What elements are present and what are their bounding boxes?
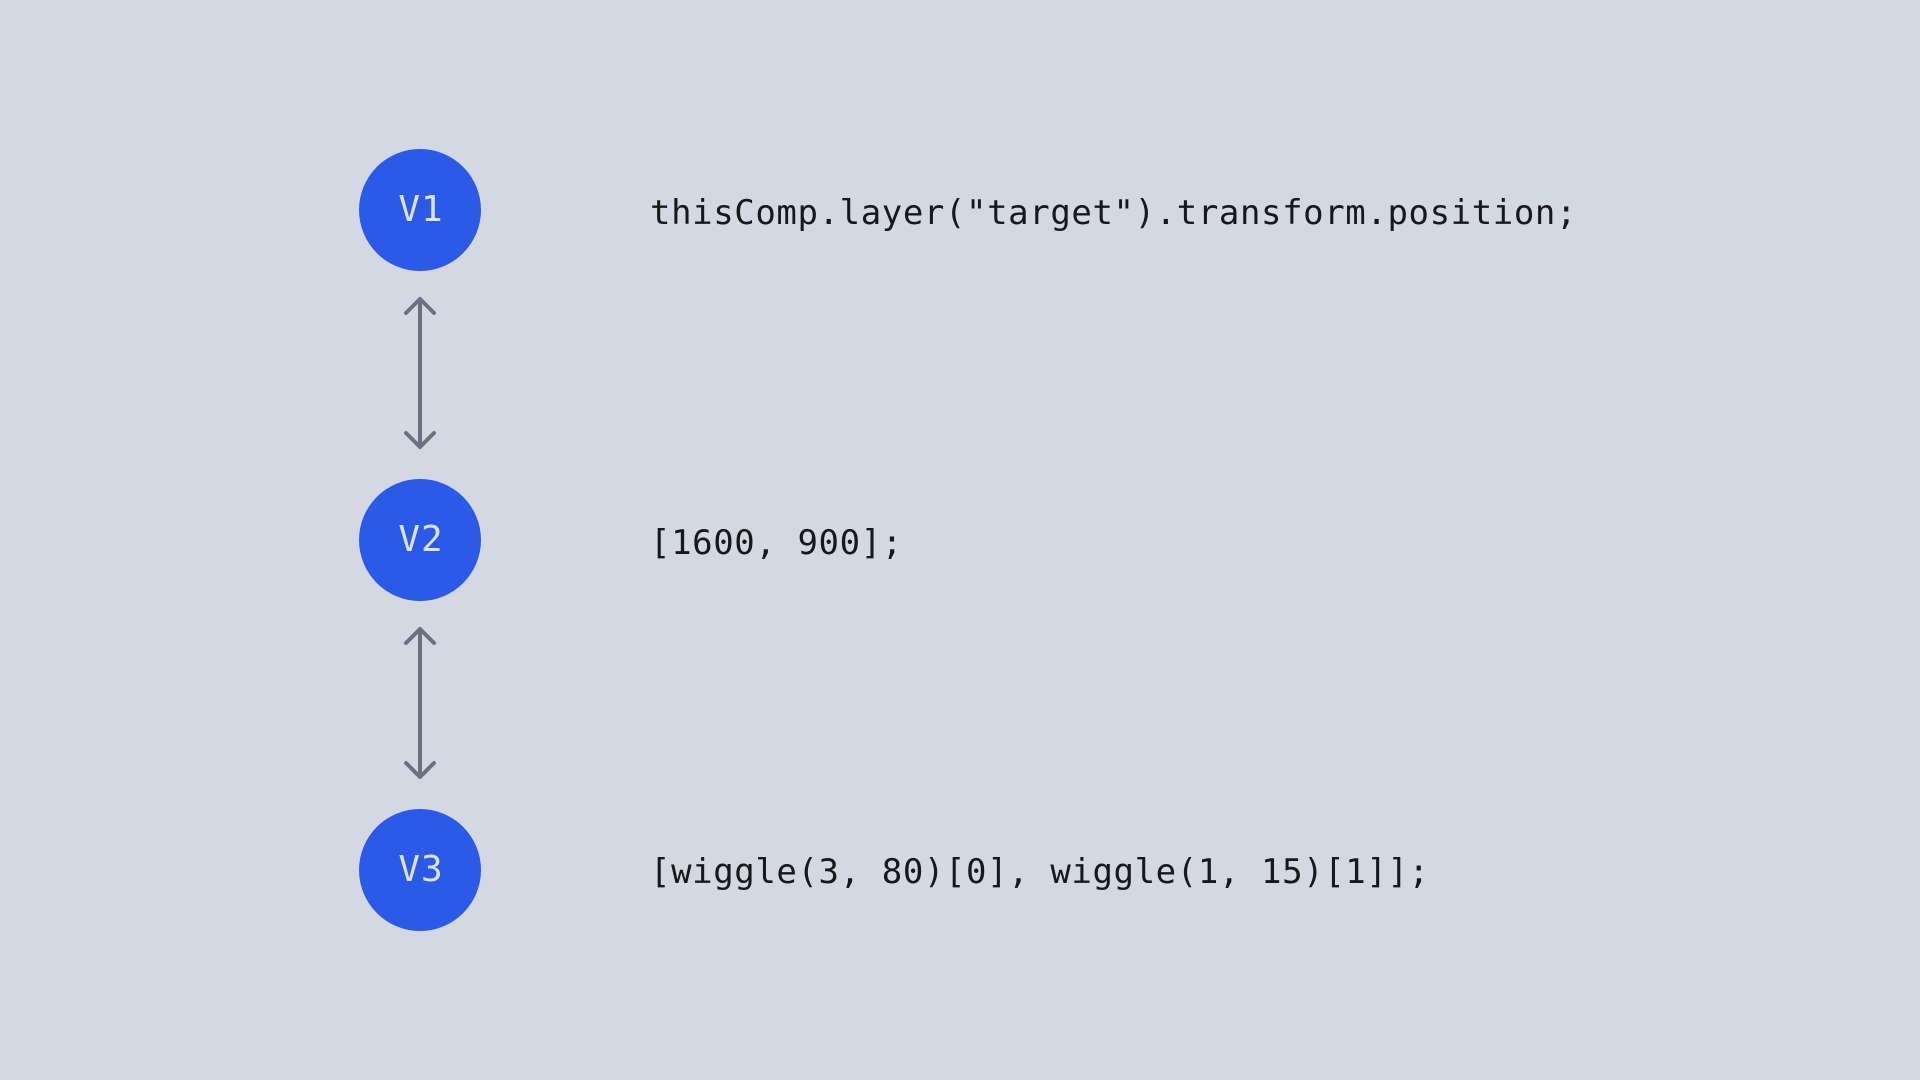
code-expression-v3: [wiggle(3, 80)[0], wiggle(1, 15)[1]]; bbox=[650, 852, 1430, 892]
double-arrow-v1-v2-icon bbox=[404, 297, 436, 449]
node-v2: V2 bbox=[359, 479, 481, 601]
node-v3: V3 bbox=[359, 809, 481, 931]
node-v3-label: V3 bbox=[398, 849, 444, 890]
node-v1: V1 bbox=[359, 149, 481, 271]
node-v1-label: V1 bbox=[398, 189, 444, 230]
code-expression-v2: [1600, 900]; bbox=[650, 523, 903, 563]
double-arrow-v2-v3-icon bbox=[404, 627, 436, 779]
code-expression-v1: thisComp.layer("target").transform.posit… bbox=[650, 193, 1578, 233]
node-v2-label: V2 bbox=[398, 519, 444, 560]
